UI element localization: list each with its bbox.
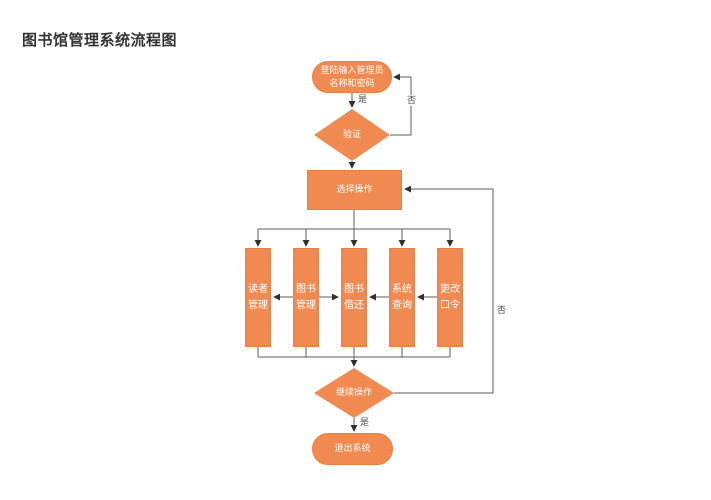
edge-verify-no-loop — [390, 73, 412, 136]
node-change-password[interactable]: 更改口令 — [437, 248, 463, 347]
edge-label-yes-bottom: 是 — [359, 417, 371, 428]
page-title: 图书馆管理系统流程图 — [22, 32, 178, 49]
node-reader-management[interactable]: 读者管理 — [245, 248, 271, 347]
edge-label-yes-top: 是 — [357, 94, 369, 105]
edge-label-no-top: 否 — [406, 95, 418, 106]
node-book-borrow-return-label: 图书借还 — [344, 284, 364, 311]
node-book-management[interactable]: 图书管理 — [293, 248, 319, 347]
node-choose-operation[interactable]: 选择操作 — [307, 170, 402, 210]
node-change-password-label: 更改口令 — [440, 284, 460, 311]
node-book-borrow-return[interactable]: 图书借还 — [341, 248, 367, 347]
node-verify-label: 验证 — [342, 129, 361, 140]
node-continue-label: 继续操作 — [335, 387, 372, 398]
node-system-query[interactable]: 系统查询 — [389, 248, 415, 347]
node-login-terminator[interactable]: 登陆输入管理员名称和密码 — [312, 61, 392, 93]
edge-label-no-right: 否 — [496, 305, 508, 316]
node-exit-label: 退出系统 — [334, 443, 371, 454]
node-exit-terminator[interactable]: 退出系统 — [312, 433, 393, 465]
node-reader-management-label: 读者管理 — [248, 284, 268, 311]
edge-continue-no-loop — [394, 185, 494, 394]
node-login-label: 登陆输入管理员名称和密码 — [320, 64, 384, 89]
node-choose-label: 选择操作 — [336, 184, 373, 195]
node-system-query-label: 系统查询 — [392, 284, 412, 311]
node-book-management-label: 图书管理 — [296, 284, 316, 311]
